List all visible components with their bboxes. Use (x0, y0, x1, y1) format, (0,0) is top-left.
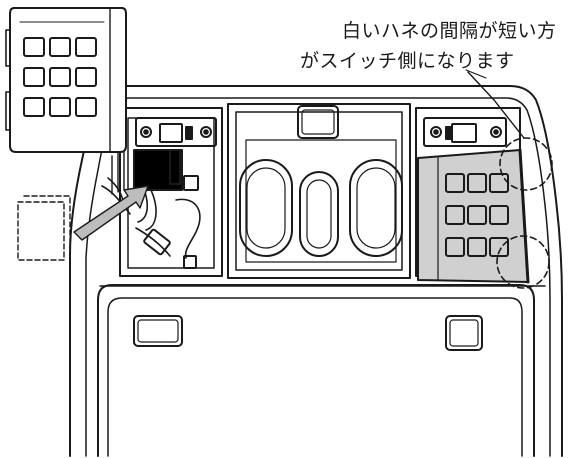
square-key-icon (49, 37, 71, 57)
center-pocket (227, 103, 411, 279)
lower-button-left (133, 315, 183, 347)
oval-middle (299, 171, 339, 257)
center-top-button (297, 105, 339, 139)
annotation-caption: 白いハネの間隔が短い方 がスイッチ側になります (300, 16, 581, 76)
right-screw-b (490, 126, 502, 138)
oval-left (239, 159, 293, 257)
square-key-icon (489, 237, 509, 257)
square-key-icon (467, 173, 487, 193)
plug (143, 228, 171, 256)
installed-key-grid (445, 173, 509, 257)
square-key-icon (75, 67, 97, 87)
square-key-icon (467, 237, 487, 257)
square-key-icon (489, 205, 509, 225)
lower-button-right (445, 315, 483, 351)
removed-key-grid (23, 37, 97, 117)
square-key-icon (75, 97, 97, 117)
right-bay (415, 107, 521, 277)
left-bracket (135, 117, 217, 147)
installed-switch-panel (417, 148, 530, 284)
leader-tick (465, 69, 487, 79)
square-key-icon (445, 237, 465, 257)
square-key-icon (23, 97, 45, 117)
square-key-icon (75, 37, 97, 57)
left-screw-a (140, 126, 152, 138)
square-key-icon (23, 67, 45, 87)
square-key-icon (445, 205, 465, 225)
left-screw-b (200, 126, 212, 138)
arrow-icon (73, 185, 149, 241)
highlight-circle-upper (499, 137, 553, 191)
connector-pins (111, 149, 125, 195)
annotation-line-2: がスイッチ側になります (300, 50, 515, 72)
console-housing (69, 85, 563, 457)
square-key-icon (445, 173, 465, 193)
dashed-placeholder (17, 195, 71, 261)
square-key-icon (49, 97, 71, 117)
square-key-icon (467, 205, 487, 225)
highlight-circle-lower (496, 235, 550, 289)
oval-right (349, 159, 403, 257)
right-bracket (423, 117, 507, 147)
leader-line (467, 71, 525, 139)
square-key-icon (49, 67, 71, 87)
square-key-icon (23, 37, 45, 57)
left-bay (119, 107, 223, 277)
annotation-line-1: 白いハネの間隔が短い方 (342, 20, 557, 42)
right-screw-a (430, 126, 442, 138)
